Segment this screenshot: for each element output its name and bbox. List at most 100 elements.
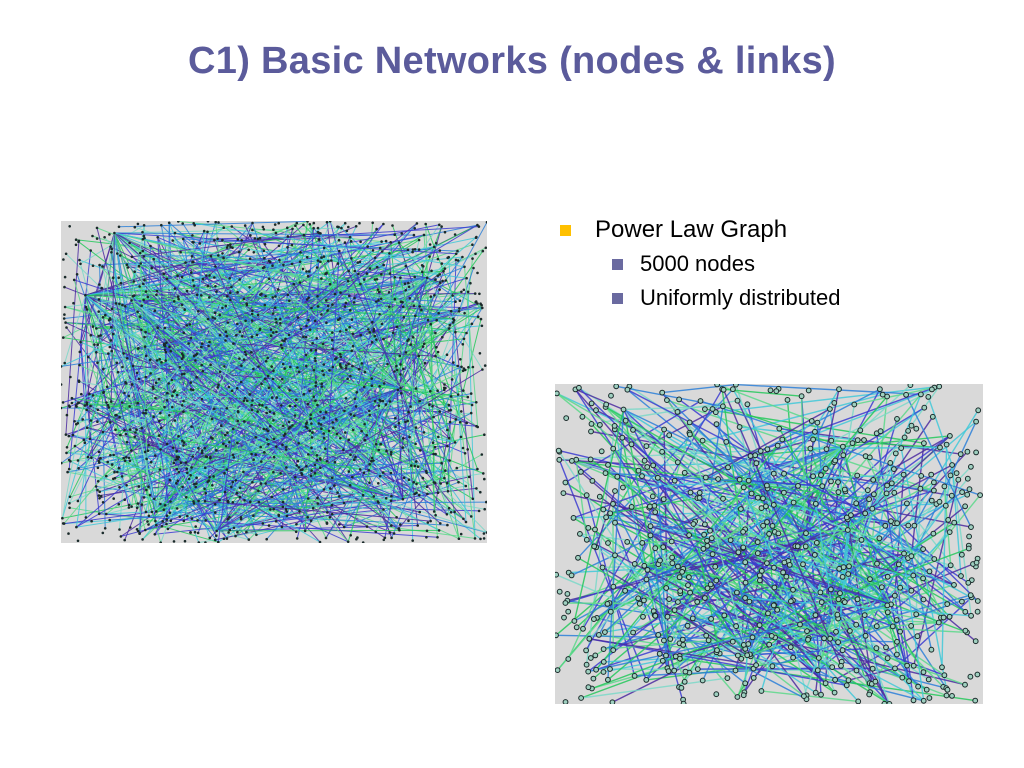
network-image-zoomed: [555, 384, 983, 704]
network-node: [430, 269, 433, 273]
network-edge: [301, 352, 407, 474]
network-node: [679, 636, 686, 643]
network-node: [972, 638, 979, 645]
network-node: [163, 326, 167, 330]
network-node: [338, 352, 342, 356]
network-edge: [216, 529, 440, 532]
network-node: [192, 502, 196, 505]
network-node: [252, 514, 255, 517]
network-edges: [61, 221, 487, 543]
network-node: [884, 393, 891, 400]
network-node: [83, 404, 87, 407]
network-node: [575, 554, 581, 561]
network-node: [769, 523, 776, 529]
network-node: [853, 621, 860, 628]
network-node: [708, 616, 715, 622]
network-edge: [662, 455, 756, 662]
network-node: [183, 308, 186, 311]
network-node: [647, 532, 654, 539]
network-node: [469, 392, 473, 395]
network-node: [869, 505, 876, 512]
network-node: [242, 297, 246, 301]
network-node: [460, 365, 463, 369]
network-node: [200, 294, 203, 297]
network-node: [76, 402, 79, 405]
network-node: [172, 300, 176, 303]
network-node: [217, 383, 220, 386]
network-node: [411, 250, 414, 254]
network-node: [77, 467, 80, 470]
network-node: [312, 226, 315, 230]
network-edge: [107, 353, 132, 451]
network-node: [330, 503, 334, 507]
network-node: [813, 539, 820, 546]
network-node: [182, 444, 185, 447]
network-node: [704, 585, 711, 592]
network-node: [321, 342, 325, 346]
network-node: [925, 394, 932, 400]
network-node: [196, 519, 199, 522]
network-node: [147, 514, 151, 518]
network-image-overview: [61, 221, 487, 543]
network-edge: [115, 429, 361, 470]
network-node: [217, 540, 220, 543]
network-node: [964, 448, 971, 455]
network-node: [352, 458, 356, 461]
network-node: [187, 477, 191, 481]
network-node: [370, 459, 373, 463]
network-node: [78, 363, 81, 367]
network-node: [195, 482, 198, 485]
network-edge: [85, 251, 240, 296]
network-node: [592, 526, 598, 533]
network-node: [730, 386, 736, 393]
network-node: [370, 384, 374, 387]
network-node: [770, 502, 777, 508]
network-node: [957, 451, 964, 457]
network-node: [295, 221, 299, 225]
network-node: [186, 471, 189, 475]
network-node: [437, 311, 440, 315]
network-node: [344, 431, 347, 434]
network-edge: [716, 651, 807, 700]
network-node: [464, 520, 468, 524]
network-node: [947, 562, 954, 569]
network-node: [206, 230, 209, 234]
network-edge: [823, 475, 858, 639]
network-node: [962, 503, 969, 510]
network-node: [712, 409, 719, 416]
network-node: [285, 514, 289, 518]
network-edge: [464, 266, 479, 428]
network-node: [71, 433, 75, 437]
network-edge: [216, 396, 315, 532]
network-node: [138, 315, 142, 318]
network-node: [562, 699, 569, 704]
network-node: [95, 237, 99, 240]
network-node: [965, 579, 972, 586]
network-node: [240, 239, 243, 242]
network-node: [274, 231, 278, 235]
network-node: [420, 264, 424, 267]
network-node: [414, 426, 418, 429]
network-node: [272, 419, 275, 422]
network-node: [297, 442, 300, 445]
network-node: [764, 482, 770, 489]
network-node: [140, 328, 143, 332]
network-node: [253, 237, 257, 240]
network-node: [555, 447, 562, 454]
network-node: [679, 569, 685, 575]
network-node: [150, 510, 154, 514]
network-edge: [102, 266, 157, 512]
network-node: [337, 495, 341, 498]
network-node: [600, 506, 607, 513]
network-node: [193, 223, 196, 227]
network-node: [686, 574, 692, 581]
network-edges: [555, 384, 981, 704]
network-node: [180, 357, 184, 360]
network-node: [373, 399, 377, 403]
network-node: [904, 662, 911, 669]
network-node: [194, 525, 197, 528]
network-node: [404, 351, 408, 354]
network-node: [939, 664, 945, 671]
network-node: [197, 310, 200, 313]
network-node: [90, 519, 93, 523]
